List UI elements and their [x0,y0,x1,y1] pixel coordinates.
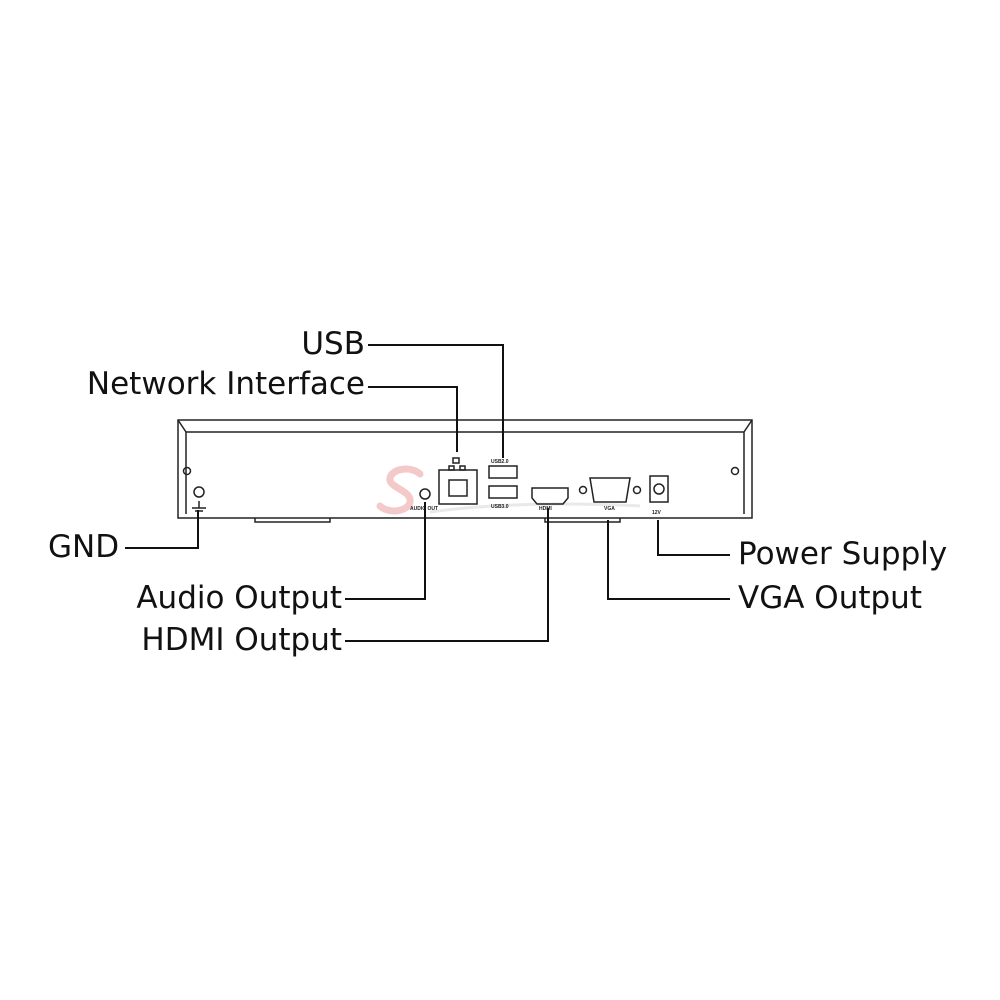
ground-icon [192,501,206,512]
usb-port-bottom [488,485,518,499]
marking-vga: VGA [604,506,615,512]
leader-usb [368,344,504,458]
foot-right [544,518,621,523]
marking-power: 12V [652,510,662,516]
label-audio-output: Audio Output [136,580,342,616]
screw-left [182,466,192,476]
label-usb: USB [301,326,365,362]
marking-usb3: USB3.0 [491,504,509,510]
marking-hdmi: HDMI [539,506,552,512]
leader-gnd [125,510,199,549]
chassis [177,419,753,523]
audio-jack [419,488,431,500]
network-icon [448,457,466,471]
label-hdmi-output: HDMI Output [141,622,342,658]
label-vga-output: VGA Output [738,580,922,616]
leader-audio [345,502,426,600]
label-gnd: GND [48,529,120,565]
gnd-terminal [193,486,205,498]
leader-hdmi [345,508,549,642]
rj45-port [438,469,478,505]
leader-power [657,520,730,556]
power-jack [649,475,669,503]
watermark-swoosh [429,502,641,514]
leader-vga [607,520,730,600]
leader-lines [125,344,730,642]
foot-left [254,518,331,523]
leader-network [368,386,458,452]
screw-right [730,466,740,476]
watermark [376,465,641,515]
usb-port-top [488,465,518,479]
marking-usb2: USB2.0 [491,459,509,465]
vga-port [589,477,631,503]
watermark-logo [376,465,424,515]
label-power-supply: Power Supply [738,536,948,572]
label-network-interface: Network Interface [86,366,365,402]
hdmi-port [531,487,569,505]
